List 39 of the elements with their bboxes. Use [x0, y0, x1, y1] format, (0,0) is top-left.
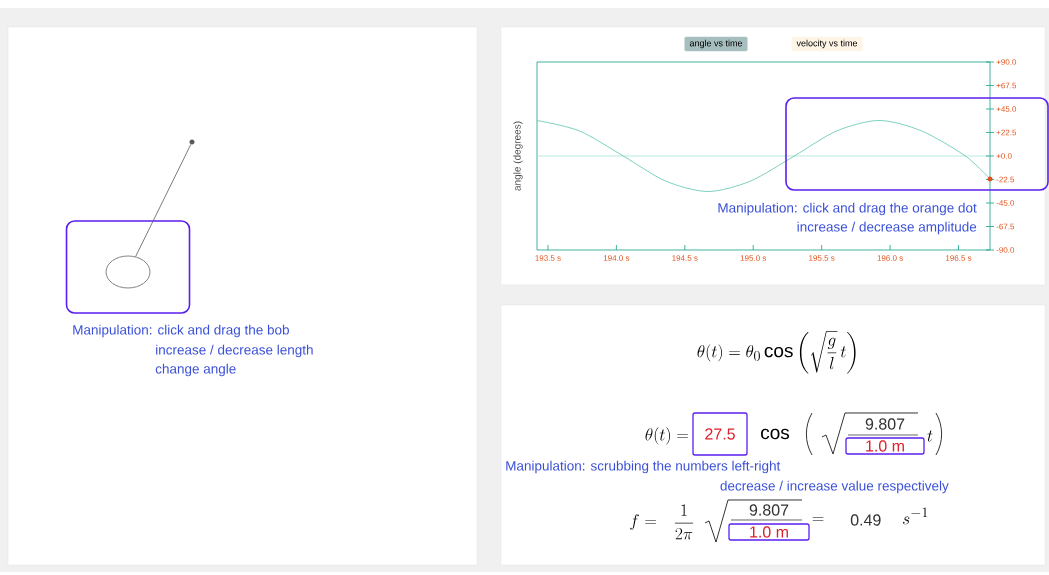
tick-label: +45.0 — [996, 106, 1017, 112]
tick-label: -22.5 — [996, 176, 1015, 183]
instruction-text: Manipulation: scrubbing the numbers left-right — [506, 460, 781, 474]
formula: $\theta(t) = \theta_0 \cos\left(\sqrt{\frac{g}{l}}\,t\right)$ — [697, 331, 856, 374]
number-field: 1.0 m — [845, 437, 925, 455]
formula: $=$ — [812, 516, 824, 521]
formula: $t$ — [927, 430, 933, 442]
number-field: 27.5 — [692, 412, 748, 456]
formula: $s^{-1}$ — [903, 507, 928, 525]
formula: $\frac{1}{2\pi}$ — [674, 504, 694, 540]
tick-label: 195.5 s — [809, 255, 835, 261]
instruction-text: increase / decrease amplitude — [797, 221, 977, 235]
tick-label: 193.5 s — [535, 255, 561, 261]
instruction-text: increase / decrease length — [156, 344, 313, 358]
tick-label: -90.0 — [996, 247, 1015, 253]
instruction-text: Manipulation: click and drag the bob — [73, 324, 289, 338]
highlight-box — [785, 97, 1049, 191]
tick-label: 195.0 s — [740, 255, 767, 261]
rod-line — [135, 144, 192, 257]
axis-title: angle (degrees) — [513, 121, 523, 191]
instruction-text: change angle — [155, 363, 236, 377]
instruction-text: Manipulation: click and drag the orange dot — [718, 202, 977, 216]
number-text: 0.49 — [850, 514, 881, 526]
instruction-text: decrease / increase value respectively — [720, 480, 949, 494]
tick-label: +90.0 — [996, 59, 1017, 65]
tick-label: 196.0 s — [877, 255, 903, 261]
tick-label: +22.5 — [996, 129, 1017, 136]
tick-label: +0.0 — [996, 153, 1012, 159]
number-field: 1.0 m — [728, 523, 810, 541]
tick-label: +67.5 — [996, 82, 1017, 89]
tick-label: -67.5 — [996, 223, 1015, 230]
tick-label: 196.5 s — [946, 255, 972, 261]
tick-label: -45.0 — [996, 200, 1015, 206]
formula: $f =$ — [630, 514, 656, 530]
bob-circle — [105, 255, 151, 289]
tick-label: 194.0 s — [603, 255, 630, 261]
highlight-box — [65, 220, 191, 314]
tick-label: 194.5 s — [672, 255, 698, 261]
formula: $\cos$ — [761, 428, 790, 440]
